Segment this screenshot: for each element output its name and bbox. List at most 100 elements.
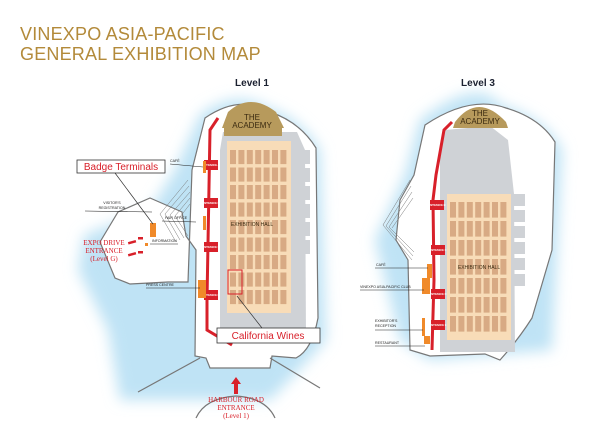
level-3-entrance-b[interactable]: ENTRANCE B	[428, 200, 446, 210]
harbour-road-arrow-icon	[231, 377, 241, 394]
booth-block	[280, 150, 287, 165]
booth-block	[450, 297, 456, 313]
booth-block	[255, 185, 262, 200]
booth-block	[483, 316, 490, 332]
booth-block	[238, 220, 245, 235]
booth-block	[458, 259, 465, 275]
level-1-side-rooms	[298, 150, 310, 254]
badge-terminals-callout[interactable]: Badge Terminals	[76, 159, 166, 174]
booth-block	[246, 185, 253, 200]
harbour-road-label-1: HARBOUR ROAD	[208, 396, 264, 404]
booth-block	[272, 237, 278, 252]
booth-block	[475, 297, 482, 313]
booth-block	[483, 278, 490, 294]
level-1-badge-terminals[interactable]	[150, 223, 156, 237]
booth-block	[246, 167, 253, 182]
booth-block	[246, 290, 253, 305]
booth-block	[450, 278, 456, 294]
booth-block	[500, 259, 507, 275]
level-1-booths	[230, 150, 287, 305]
booth-block	[230, 237, 236, 252]
level-1-cafe	[203, 161, 206, 173]
booth-block	[272, 255, 278, 270]
badge-terminals-label: Badge Terminals	[84, 162, 158, 173]
level-3-entrance-e[interactable]: ENTRANCE E	[430, 320, 447, 330]
booth-block	[238, 237, 245, 252]
booth-block	[246, 272, 253, 287]
level-3-entrance-d[interactable]: ENTRANCE D	[429, 289, 447, 299]
booth-block	[492, 202, 498, 218]
booth-block	[475, 202, 482, 218]
booth-block	[230, 272, 236, 287]
booth-block	[483, 259, 490, 275]
booth-block	[500, 316, 507, 332]
booth-block	[255, 150, 262, 165]
booth-block	[263, 237, 270, 252]
svg-text:ENTRANCE C: ENTRANCE C	[429, 248, 446, 252]
booth-block	[246, 220, 253, 235]
booth-block	[280, 237, 287, 252]
california-wines-callout[interactable]: California Wines	[216, 327, 321, 344]
booth-block	[458, 221, 465, 237]
level-3-cafe-label: CAFÉ	[376, 262, 386, 267]
booth-block	[483, 297, 490, 313]
booth-block	[280, 202, 287, 217]
booth-block	[280, 290, 287, 305]
booth-block	[246, 255, 253, 270]
booth-block	[492, 259, 498, 275]
booth-block	[500, 202, 507, 218]
booth-block	[492, 297, 498, 313]
level-1-leader-lines	[84, 163, 204, 289]
california-wines-booth[interactable]	[227, 269, 243, 295]
booth-block	[483, 202, 490, 218]
level-1-information	[145, 243, 148, 246]
booth-block	[272, 167, 278, 182]
booth-block	[238, 255, 245, 270]
map-title-line-1: VINEXPO ASIA-PACIFIC	[20, 24, 225, 44]
booth-block	[483, 221, 490, 237]
level-3-leader-lines	[360, 267, 428, 347]
svg-text:ENTRANCE D: ENTRANCE D	[429, 292, 446, 296]
booth-block	[500, 297, 507, 313]
booth-block	[255, 290, 262, 305]
level-3-entrance-c[interactable]: ENTRANCE C	[429, 245, 447, 255]
booth-block	[238, 150, 245, 165]
booth-block	[230, 202, 236, 217]
svg-text:ENTRANCE C: ENTRANCE C	[202, 245, 219, 249]
booth-block	[466, 316, 473, 332]
booth-block	[500, 240, 507, 256]
booth-block	[272, 290, 278, 305]
harbour-road-approach	[137, 357, 321, 393]
california-wines-pointer	[236, 295, 263, 329]
level-3-academy-label-2: ACADEMY	[460, 117, 500, 126]
booth-block	[255, 202, 262, 217]
svg-text:ENTRANCE B: ENTRANCE B	[428, 203, 445, 207]
level-3-exhibitors-reception-label-1: EXHIBITOR'S	[375, 319, 398, 323]
booth-block	[475, 240, 482, 256]
expo-drive-label-3: (Level G)	[90, 255, 118, 263]
booth-block	[263, 290, 270, 305]
level-1-fair-office	[203, 216, 206, 230]
booth-block	[255, 220, 262, 235]
level-1-entrance-c[interactable]: ENTRANCE C	[202, 242, 220, 252]
level-1-academy-label-1: THE	[244, 113, 260, 122]
booth-block	[263, 272, 270, 287]
level-1-entrance-a[interactable]: ENTRANCE A	[203, 160, 220, 170]
booth-block	[458, 240, 465, 256]
booth-block	[280, 167, 287, 182]
level-3-restaurant-label: RESTAURANT	[375, 341, 400, 345]
level-1-entrance-d[interactable]: ENTRANCE D	[202, 290, 220, 300]
booth-block	[492, 278, 498, 294]
booth-block	[500, 221, 507, 237]
level-1-visitors-registration-label-2: REGISTRATION	[99, 206, 126, 210]
level-3-hall-label: EXHIBITION HALL	[458, 265, 500, 271]
booth-block	[238, 185, 245, 200]
booth-block	[263, 220, 270, 235]
booth-block	[466, 240, 473, 256]
level-1-entrance-b[interactable]: ENTRANCE B	[202, 198, 220, 208]
booth-block	[255, 167, 262, 182]
booth-block	[230, 150, 236, 165]
svg-text:ENTRANCE D: ENTRANCE D	[202, 293, 219, 297]
level-3-side-rooms	[513, 194, 525, 286]
